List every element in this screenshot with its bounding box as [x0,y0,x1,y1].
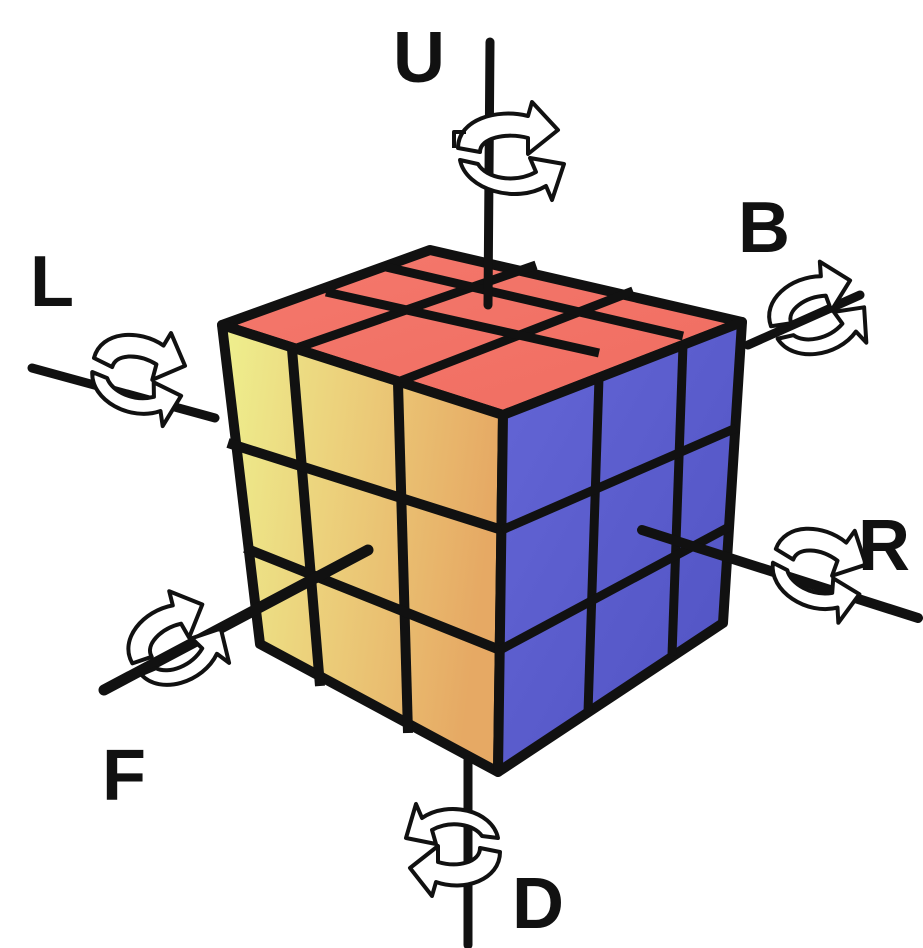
rotation-arrow-icon [770,526,868,625]
rotation-arrow-icon [767,259,869,357]
rotation-arrow-icon [404,802,502,898]
rotation-arrow-icon [452,100,566,202]
b-axis [743,290,865,350]
move-label-r: R [858,506,910,586]
move-label-b: B [738,188,790,268]
rotation-arrow-icon [90,331,188,429]
move-label-l: L [30,242,74,322]
rotation-arrow-icon [126,589,232,687]
move-label-d: D [512,864,564,944]
f-axis [98,544,374,696]
move-label-f: F [102,736,146,816]
move-label-u: U [393,18,445,98]
cube-right-face [493,317,747,777]
